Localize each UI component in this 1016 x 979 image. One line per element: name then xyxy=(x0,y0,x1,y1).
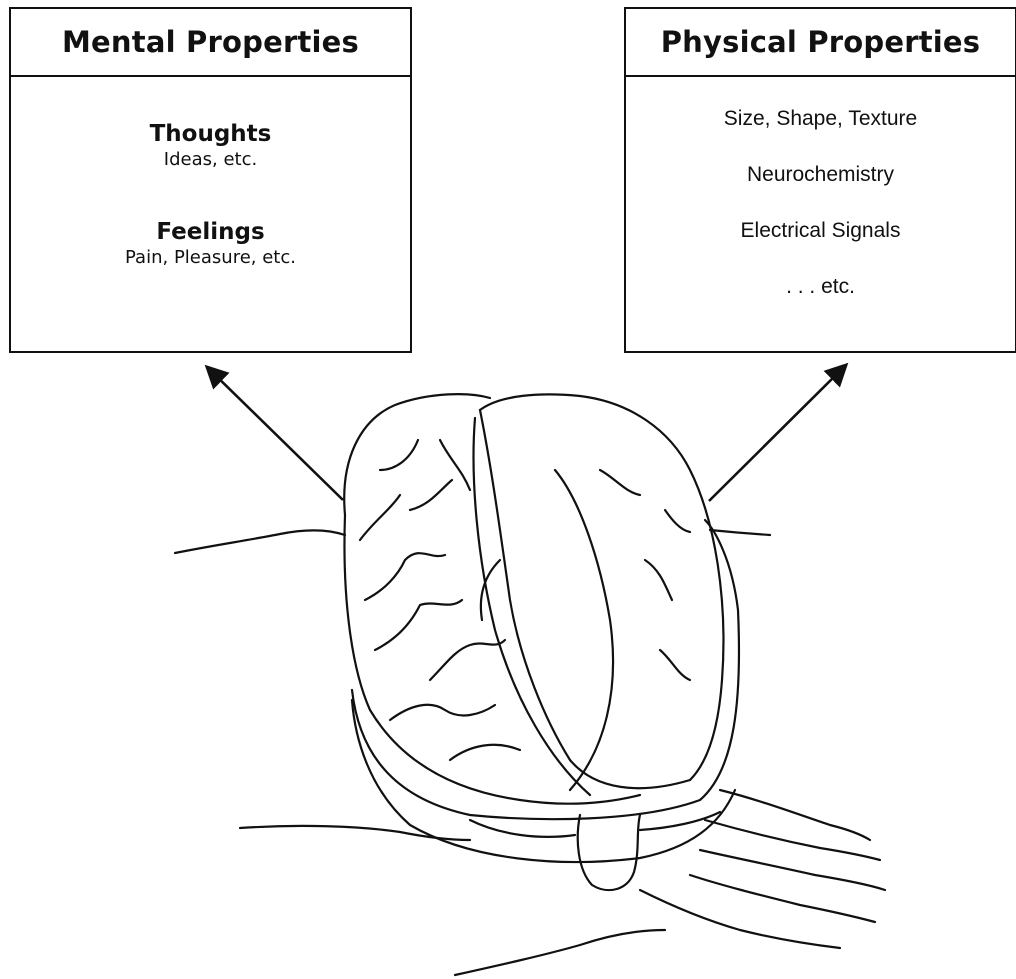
brain-illustration-icon xyxy=(175,394,885,975)
arrow-up-left-icon xyxy=(208,368,343,500)
arrow-up-right-icon xyxy=(709,366,845,501)
